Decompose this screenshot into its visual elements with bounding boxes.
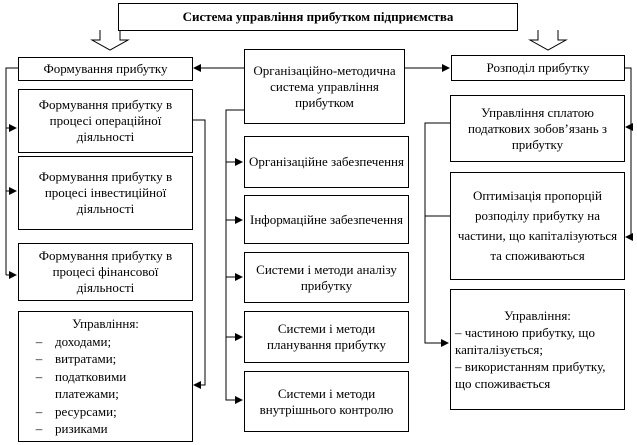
right-header: Розподіл прибутку — [451, 55, 625, 81]
left-mgmt-item: доходами; — [55, 333, 112, 349]
left-mgmt-item: ризиками — [55, 421, 108, 437]
left-box-investment: Формування прибутку в процесі інвестицій… — [18, 156, 193, 230]
right-box-tax: Управління сплатою податкових зобов’язан… — [450, 95, 625, 162]
double-arrow-right — [528, 30, 568, 51]
left-mgmt-box: Управління: –доходами; –витратами; –пода… — [18, 311, 193, 442]
right-mgmt-line: – частиною прибутку, що капіталізується; — [455, 325, 595, 357]
left-mgmt-heading: Управління: — [72, 316, 139, 332]
left-box-financial: Формування прибутку в процесі фінансової… — [18, 243, 193, 301]
right-mgmt-heading: Управління: — [504, 308, 571, 323]
center-header: Організаційно-методична система управлін… — [244, 49, 405, 124]
double-arrow-left — [90, 30, 130, 51]
center-box-organizational: Організаційне забезпечення — [244, 136, 409, 188]
left-mgmt-item: витратами; — [55, 351, 117, 367]
center-box-information: Інформаційне забезпечення — [244, 195, 409, 244]
center-box-analysis: Системи і методи аналізу прибутку — [244, 252, 409, 303]
left-mgmt-item: ресурсами; — [55, 403, 117, 419]
right-mgmt-box: Управління: – частиною прибутку, що капі… — [450, 289, 625, 410]
left-header: Формування прибутку — [18, 57, 193, 81]
left-mgmt-item: податковими платежами; — [55, 368, 127, 402]
center-box-control: Системи і методи внутрішнього контролю — [244, 371, 409, 432]
right-box-optimization: Оптимізація пропорцій розподілу прибутку… — [450, 172, 625, 280]
title-box: Система управління прибутком підприємств… — [118, 3, 518, 31]
center-box-planning: Системи і методи планування прибутку — [244, 311, 409, 363]
right-mgmt-line: – використанням прибутку, що споживаєтьс… — [455, 359, 606, 391]
left-box-operating: Формування прибутку в процесі операційно… — [18, 89, 193, 153]
